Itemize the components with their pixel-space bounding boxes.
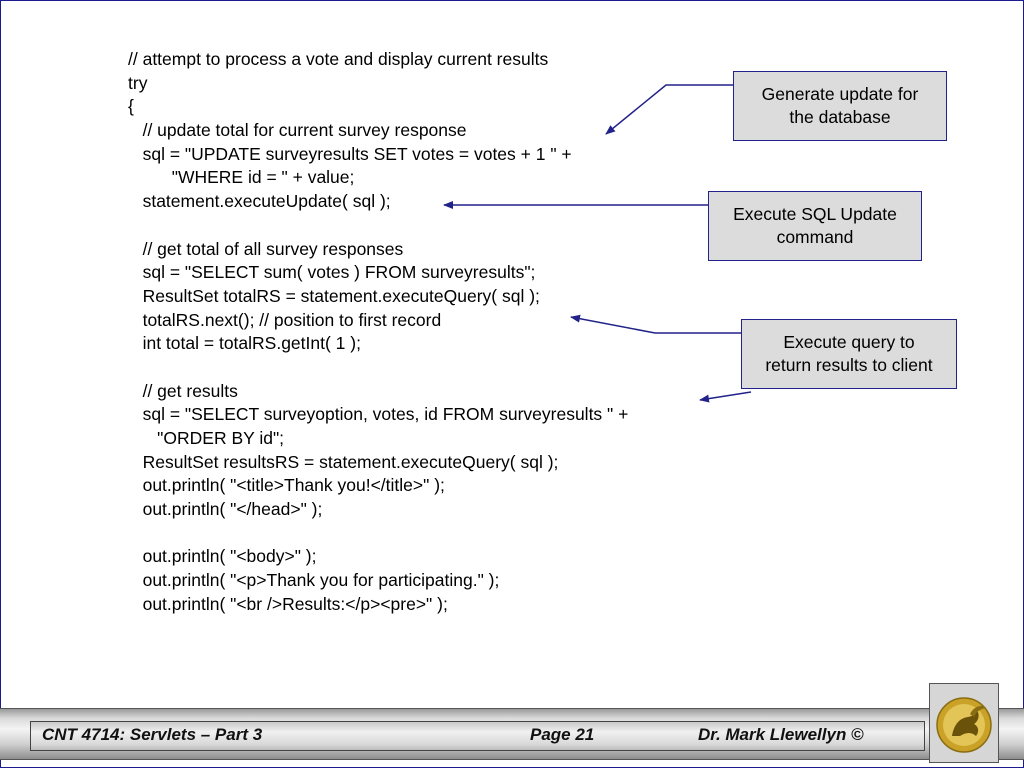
callout-arrows (443, 84, 752, 403)
code-line: // update total for current survey respo… (128, 120, 467, 141)
code-line: sql = "SELECT sum( votes ) FROM surveyre… (128, 262, 536, 283)
code-line: int total = totalRS.getInt( 1 ); (128, 333, 361, 354)
footer-inner-bar (30, 721, 925, 751)
arrow-generate-update (605, 84, 733, 135)
callout-text: the database (789, 107, 891, 127)
callout-execute-update: Execute SQL Update command (708, 191, 922, 261)
university-logo (929, 683, 999, 763)
callout-text: command (776, 227, 854, 247)
code-line: ResultSet resultsRS = statement.executeQ… (128, 451, 559, 472)
footer-author: Dr. Mark Llewellyn © (698, 725, 864, 744)
code-line: totalRS.next(); // position to first rec… (128, 309, 442, 330)
code-line: out.println( "<p>Thank you for participa… (128, 570, 500, 591)
callout-generate-update: Generate update for the database (733, 71, 947, 141)
arrow-get-results (699, 391, 752, 403)
code-line: sql = "SELECT surveyoption, votes, id FR… (128, 404, 629, 425)
code-line: out.println( "<br />Results:</p><pre>" )… (128, 593, 448, 614)
callout-text: Generate update for (761, 84, 919, 104)
code-line: "WHERE id = " + value; (128, 167, 355, 188)
code-line: out.println( "</head>" ); (128, 499, 323, 520)
footer-course: CNT 4714: Servlets – Part 3 (42, 725, 263, 744)
footer: CNT 4714: Servlets – Part 3 Page 21 Dr. … (0, 698, 1024, 768)
code-line: // attempt to process a vote and display… (128, 49, 549, 69)
code-line: // get total of all survey responses (128, 238, 404, 259)
callout-text: return results to client (765, 355, 933, 375)
code-line: out.println( "<title>Thank you!</title>"… (128, 475, 445, 496)
callout-execute-query: Execute query to return results to clien… (741, 319, 957, 389)
arrow-execute-query (570, 314, 741, 334)
code-line: "ORDER BY id"; (128, 428, 285, 448)
code-line: out.println( "<body>" ); (128, 546, 317, 567)
code-block: // attempt to process a vote and display… (128, 48, 628, 617)
callout-text: Execute SQL Update (733, 204, 897, 224)
pegasus-logo-icon (936, 697, 992, 753)
code-line: ResultSet totalRS = statement.executeQue… (128, 285, 540, 306)
code-line: statement.executeUpdate( sql ); (128, 191, 391, 212)
footer-page: Page 21 (530, 725, 595, 744)
code-line: try (128, 72, 148, 93)
callout-text: Execute query to (783, 332, 915, 352)
footer-bar (0, 708, 1024, 760)
code-line: { (128, 96, 134, 117)
code-line: // get results (128, 380, 238, 401)
code-line: sql = "UPDATE surveyresults SET votes = … (128, 143, 572, 164)
